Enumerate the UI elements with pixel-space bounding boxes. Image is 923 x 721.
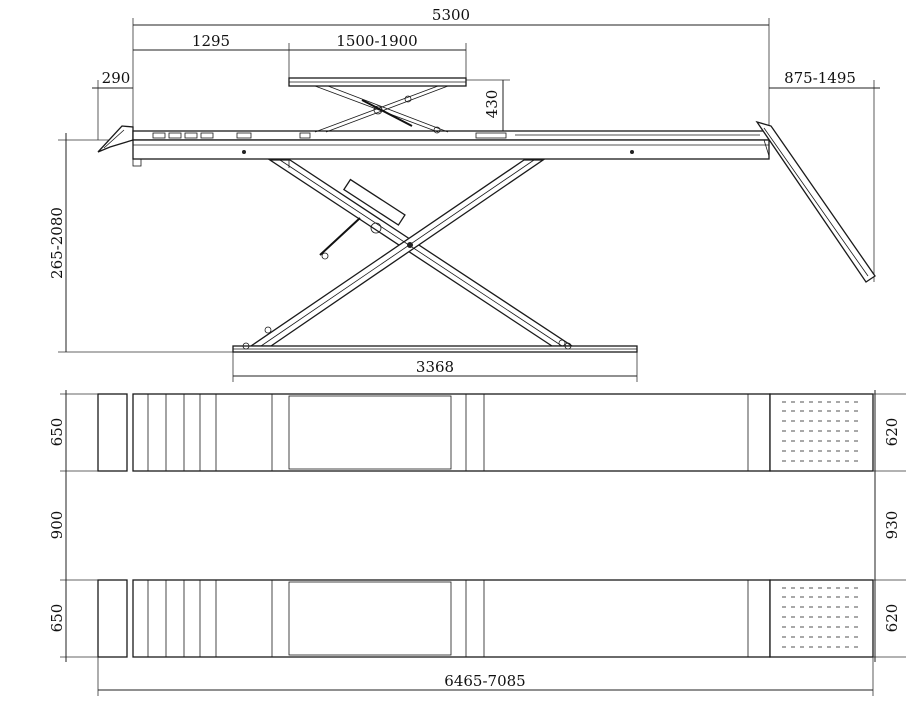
label-front-offset: 1295: [192, 32, 230, 50]
label-right-bottom-width: 620: [883, 604, 901, 633]
dimension-left-widths: 650 900 650: [48, 390, 98, 662]
label-secondary-travel: 1500-1900: [336, 32, 417, 50]
upper-runway: [97, 393, 874, 472]
dimension-base-length: 3368: [232, 352, 638, 382]
label-front-ramp: 290: [102, 69, 131, 87]
label-left-gap: 900: [48, 511, 66, 540]
label-base-length: 3368: [416, 358, 454, 376]
dimension-overall-length: 5300: [132, 6, 770, 140]
label-right-top-width: 620: [883, 418, 901, 447]
side-view: 5300 1295 1500-1900 290 875-1495: [48, 6, 880, 382]
label-left-top-width: 650: [48, 418, 66, 447]
dimension-right-widths: 620 930 620: [873, 390, 906, 662]
label-lift-height: 265-2080: [48, 207, 66, 279]
front-ramp: [97, 125, 134, 153]
label-left-bottom-width: 650: [48, 604, 66, 633]
lower-ramp-grip-pattern: [782, 587, 862, 648]
upper-ramp-grip-pattern: [782, 401, 862, 462]
dimension-secondary-travel: 1500-1900: [289, 32, 467, 80]
label-overall-with-ramps: 6465-7085: [444, 672, 525, 690]
main-scissor: [248, 159, 575, 347]
label-overall-length: 5300: [432, 6, 470, 24]
lower-runway: [97, 579, 874, 658]
dimension-overall-with-ramps: 6465-7085: [97, 657, 874, 696]
dimension-lift-height: 265-2080: [48, 133, 240, 353]
dimension-front-ramp: 290: [92, 69, 133, 140]
rear-ramp: [755, 120, 876, 283]
main-runway: [132, 130, 770, 167]
top-view: 650 900 650 620 930 620 6465-7085: [48, 390, 906, 696]
dimension-front-offset: 1295: [133, 32, 290, 80]
label-right-gap: 930: [883, 511, 901, 540]
base-frame: [232, 342, 638, 353]
dimension-rear-ramp: 875-1495: [769, 69, 880, 282]
label-rear-ramp: 875-1495: [784, 69, 856, 87]
secondary-platform: [288, 77, 467, 134]
label-secondary-height: 430: [483, 90, 501, 119]
dimension-secondary-height: 430: [466, 79, 510, 133]
